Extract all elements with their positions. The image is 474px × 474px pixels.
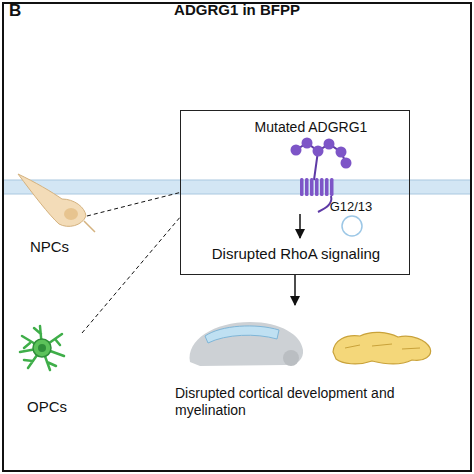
dashed-leader — [82, 217, 180, 333]
node-text: Mutated ADGRG1 — [241, 119, 381, 136]
dashed-leader — [87, 193, 180, 217]
outcome-panel: Disrupted cortical development and myeli… — [165, 305, 425, 425]
brain-illustration — [190, 322, 303, 366]
signal-arrow — [299, 214, 301, 238]
node-text: NPCs — [12, 238, 87, 256]
g-protein: G12/13 — [321, 197, 381, 237]
cell-node: OPCs — [12, 318, 82, 418]
cell-node: NPCs — [12, 170, 87, 262]
cell-membrane — [4, 180, 470, 194]
node-text: Disrupted RhoA signaling — [181, 245, 411, 263]
myelin-illustration — [333, 332, 431, 364]
opc-cell — [20, 326, 64, 370]
g-protein-circle — [342, 216, 362, 236]
npc-cell — [18, 174, 95, 232]
node-text: OPCs — [12, 398, 82, 416]
panel-title: ADGRG1 in BFPP — [60, 1, 414, 19]
flow-arrow — [294, 275, 296, 305]
node-text: G12/13 — [321, 199, 381, 215]
panel-border — [3, 3, 471, 471]
node-text: Disrupted cortical development and myeli… — [175, 385, 420, 419]
panel-letter: B — [9, 1, 21, 21]
signaling-box: Mutated ADGRG1Disrupted RhoA signaling G1… — [180, 110, 410, 275]
